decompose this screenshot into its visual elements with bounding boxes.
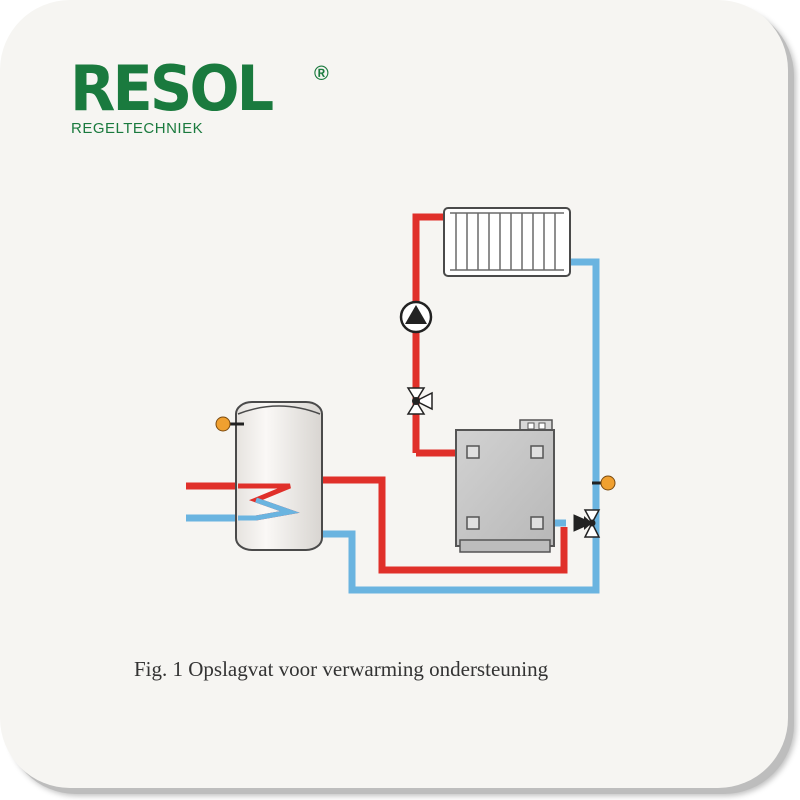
mixing-valve-icon: [406, 387, 433, 415]
tank-sensor-icon: [215, 416, 244, 432]
radiator-return-pipe: [322, 258, 600, 594]
logo-wordmark: RESOL: [70, 52, 274, 125]
figure-caption: Fig. 1 Opslagvat voor verwarming onderst…: [134, 657, 549, 681]
return-sensor-icon: [592, 475, 616, 491]
radiator-icon: [443, 207, 571, 277]
pump-icon: [399, 300, 433, 334]
resol-logo: RESOL ® REGELTECHNIEK: [70, 52, 329, 138]
three-way-valve-icon: [573, 509, 601, 538]
storage-tank-icon: [235, 401, 323, 551]
registered-mark: ®: [314, 63, 329, 85]
hot-flow-pipes: [186, 213, 568, 574]
tank-flow-pipe: [322, 476, 568, 574]
logo-subtitle: REGELTECHNIEK: [71, 120, 204, 137]
card-background: [0, 0, 788, 788]
boiler-icon: [455, 419, 555, 553]
